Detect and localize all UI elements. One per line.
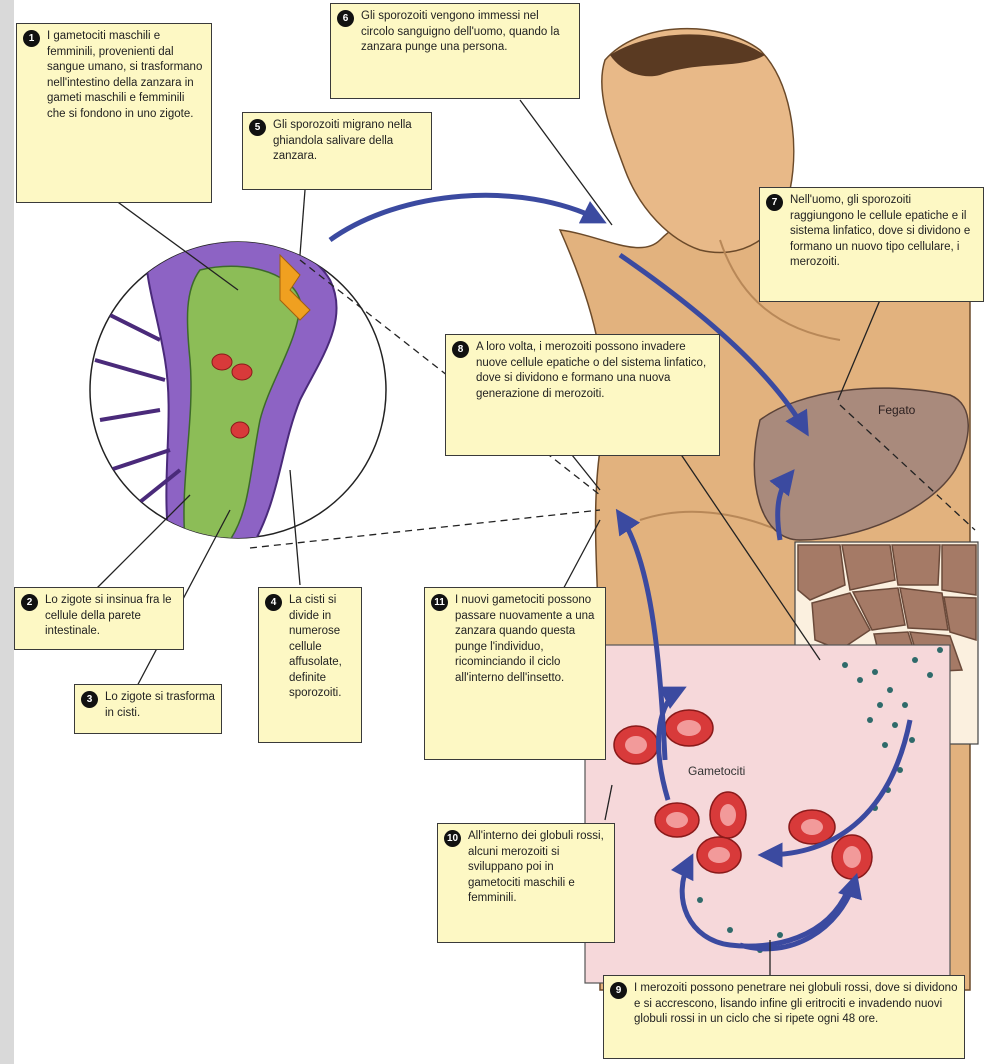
callout-text: Gli sporozoiti vengono immessi nel circo…	[337, 9, 573, 56]
step-number-badge: 6	[337, 10, 354, 27]
callout-4: 4 La cisti si divide in numerose cellule…	[258, 587, 362, 743]
liver-label: Fegato	[878, 403, 915, 417]
callout-1: 1 I gametociti maschili e femminili, pro…	[16, 23, 212, 203]
callout-7: 7 Nell'uomo, gli sporozoiti raggiungono …	[759, 187, 984, 302]
step-number-badge: 7	[766, 194, 783, 211]
step-number-badge: 11	[431, 594, 448, 611]
callout-text: I nuovi gametociti possono passare nuova…	[431, 593, 599, 686]
callout-3: 3 Lo zigote si trasforma in cisti.	[74, 684, 222, 734]
step-number-badge: 10	[444, 830, 461, 847]
callout-2: 2 Lo zigote si insinua fra le cellule de…	[14, 587, 184, 650]
callout-11: 11 I nuovi gametociti possono passare nu…	[424, 587, 606, 760]
page-edge	[0, 0, 14, 1064]
callout-8: 8 A loro volta, i merozoiti possono inva…	[445, 334, 720, 456]
step-number-badge: 5	[249, 119, 266, 136]
callout-10: 10 All'interno dei globuli rossi, alcuni…	[437, 823, 615, 943]
callout-5: 5 Gli sporozoiti migrano nella ghiandola…	[242, 112, 432, 190]
step-number-badge: 8	[452, 341, 469, 358]
step-number-badge: 1	[23, 30, 40, 47]
step-number-badge: 4	[265, 594, 282, 611]
step-number-badge: 2	[21, 594, 38, 611]
blood-panel	[585, 645, 950, 983]
step-number-badge: 9	[610, 982, 627, 999]
callout-text: I gametociti maschili e femminili, prove…	[23, 29, 205, 122]
callout-text: Nell'uomo, gli sporozoiti raggiungono le…	[766, 193, 977, 271]
callout-text: Lo zigote si trasforma in cisti.	[81, 690, 215, 721]
step-number-badge: 3	[81, 691, 98, 708]
callout-6: 6 Gli sporozoiti vengono immessi nel cir…	[330, 3, 580, 99]
gametocytes-label: Gametociti	[688, 764, 745, 778]
callout-9: 9 I merozoiti possono penetrare nei glob…	[603, 975, 965, 1059]
callout-text: All'interno dei globuli rossi, alcuni me…	[444, 829, 608, 907]
mosquito-gut-inset	[90, 226, 386, 550]
callout-text: I merozoiti possono penetrare nei globul…	[610, 981, 958, 1028]
callout-text: Lo zigote si insinua fra le cellule dell…	[21, 593, 177, 640]
callout-text: Gli sporozoiti migrano nella ghiandola s…	[249, 118, 425, 165]
callout-text: A loro volta, i merozoiti possono invade…	[452, 340, 713, 402]
